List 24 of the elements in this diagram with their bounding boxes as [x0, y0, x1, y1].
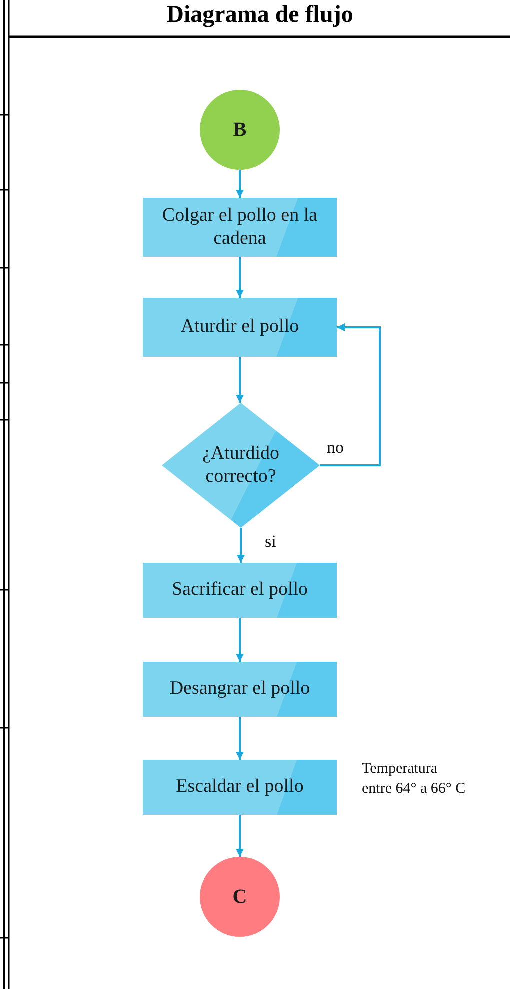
arrow [236, 618, 244, 662]
process-box [143, 760, 337, 815]
node-text: Colgar el pollo en la cadena [161, 204, 319, 250]
process-box [143, 298, 337, 357]
decision-diamond [162, 403, 320, 528]
process-box [143, 198, 337, 257]
arrow [236, 357, 244, 403]
arrow [236, 257, 244, 298]
arrow [236, 170, 244, 198]
process-box [143, 662, 337, 717]
connector-label: C [232, 885, 248, 909]
annotation-text: Temperatura entre 64° a 66° C [362, 760, 467, 798]
arrow [236, 717, 244, 760]
node-text: Aturdir el pollo [180, 316, 300, 339]
connector-label: B [233, 118, 247, 142]
arrow [320, 324, 381, 466]
node-text: Sacrificar el pollo [172, 579, 308, 602]
arrow [237, 528, 245, 563]
arrow [236, 815, 244, 857]
node-text: Escaldar el pollo [176, 776, 304, 799]
node-text: ¿Aturdido correcto? [201, 442, 281, 488]
title: Diagrama de flujo [166, 2, 354, 29]
process-box [143, 563, 337, 618]
node-text: Desangrar el pollo [170, 678, 310, 701]
